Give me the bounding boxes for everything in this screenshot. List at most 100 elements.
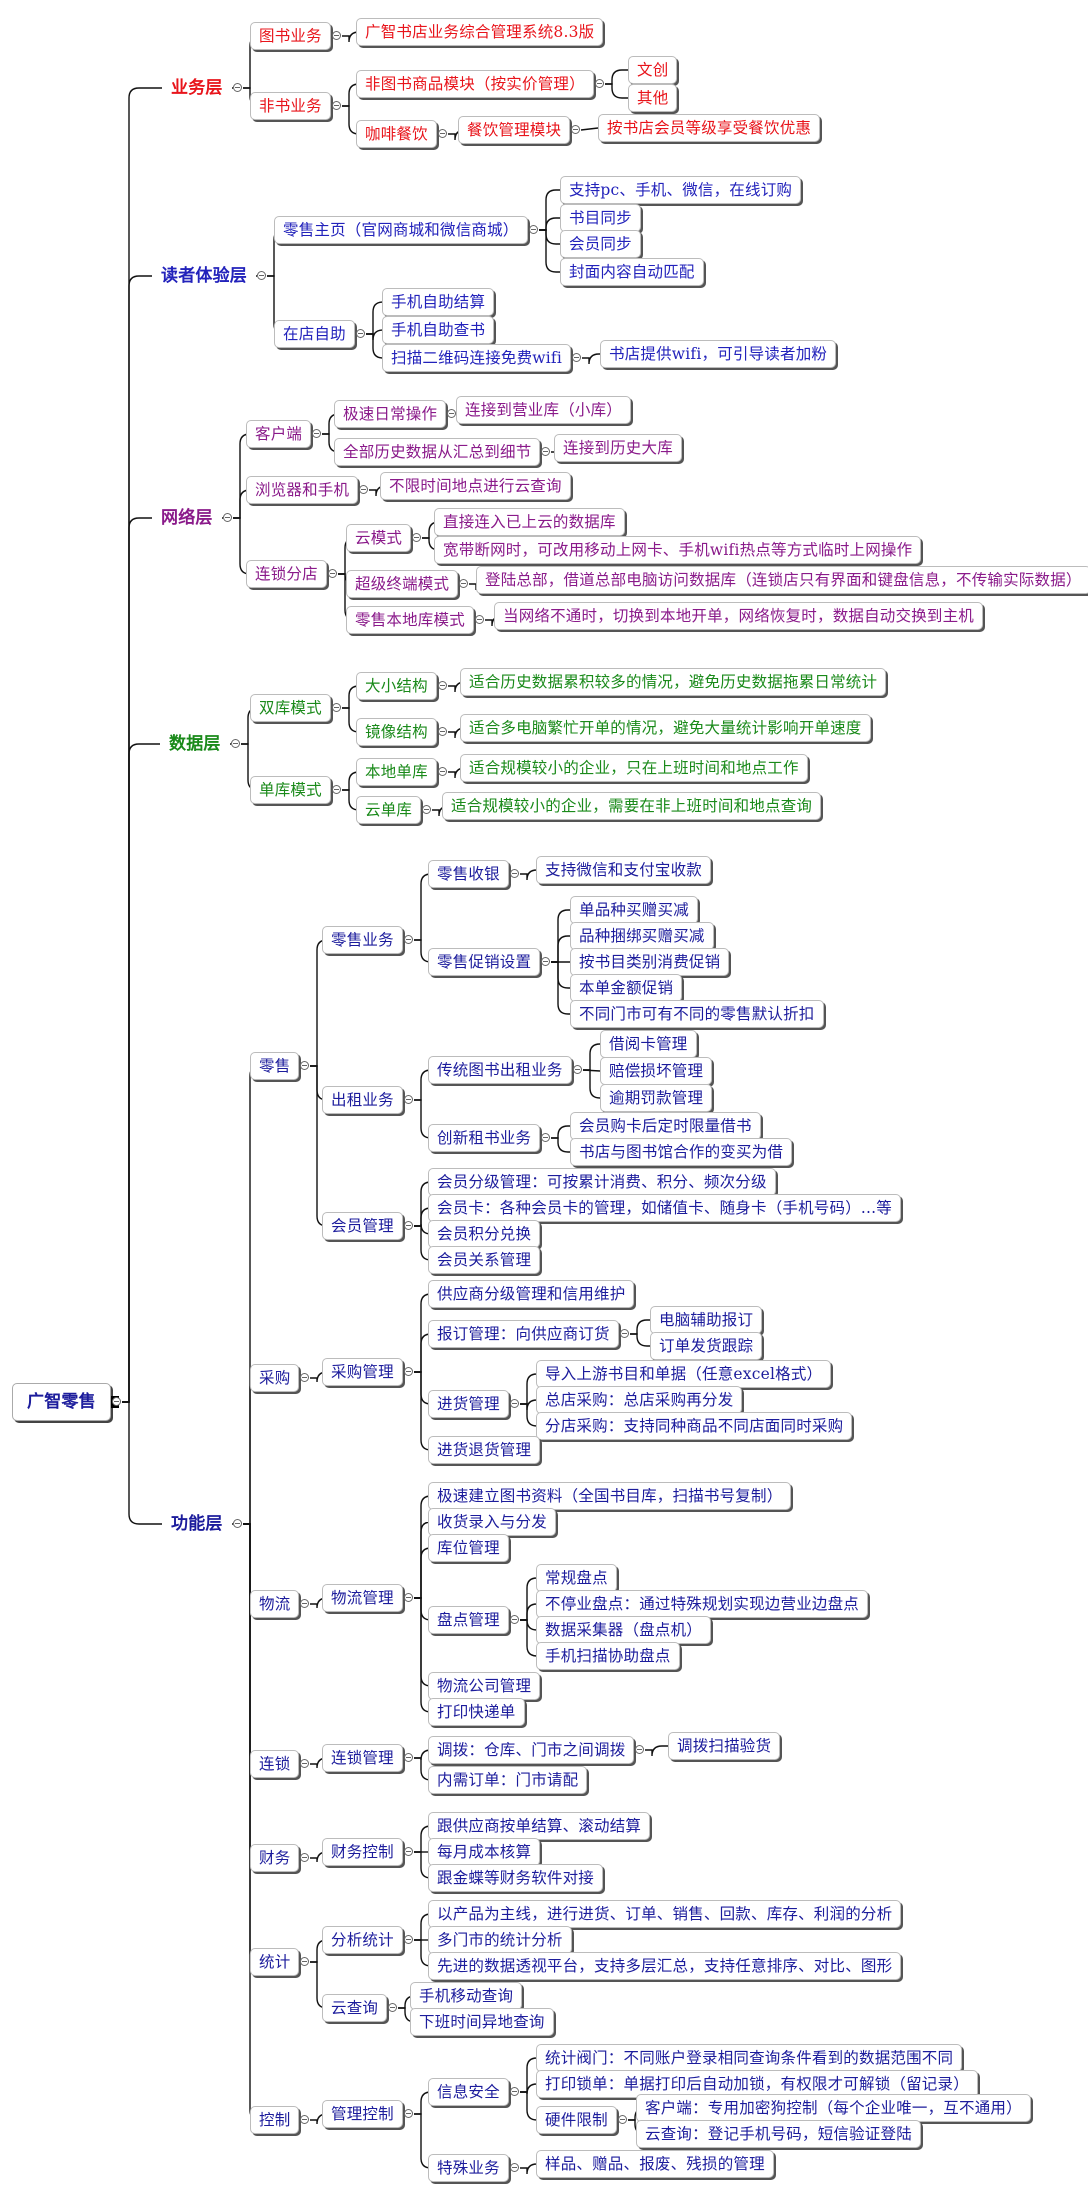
collapse-toggle-icon[interactable] bbox=[438, 767, 447, 776]
collapse-toggle-icon[interactable] bbox=[404, 1095, 413, 1104]
node-reader-wifi-note[interactable]: 书店提供wifi，可引导读者加粉 bbox=[600, 340, 837, 368]
node-data-single[interactable]: 单库模式 bbox=[250, 776, 331, 804]
node-function-logistics[interactable]: 物流 bbox=[250, 1590, 300, 1618]
node-function-hw-items-0[interactable]: 客户端：专用加密狗控制（每个企业唯一，互不通用） bbox=[636, 2094, 1031, 2122]
node-data-big-small-note[interactable]: 适合历史数据累积较多的情况，避免历史数据拖累日常统计 bbox=[460, 668, 887, 696]
node-function-member[interactable]: 会员管理 bbox=[322, 1212, 403, 1240]
node-function-trad-rental[interactable]: 传统图书出租业务 bbox=[428, 1056, 572, 1084]
node-reader-cover-match[interactable]: 封面内容自动匹配 bbox=[560, 258, 704, 286]
collapse-toggle-icon[interactable] bbox=[475, 615, 484, 624]
node-business-nonbook[interactable]: 非书业务 bbox=[250, 92, 331, 120]
node-business-books-system[interactable]: 广智书店业务综合管理系统8.3版 bbox=[356, 18, 604, 46]
collapse-toggle-icon[interactable] bbox=[438, 727, 447, 736]
node-function-internal[interactable]: 内需订单：门市请配 bbox=[428, 1766, 588, 1794]
collapse-toggle-icon[interactable] bbox=[300, 1373, 309, 1382]
node-function-cashier-note[interactable]: 支持微信和支付宝收款 bbox=[536, 856, 712, 884]
node-function-finance-items-1[interactable]: 每月成本核算 bbox=[428, 1838, 541, 1866]
node-function-member-items-0[interactable]: 会员分级管理：可按累计消费、积分、频次分级 bbox=[428, 1168, 776, 1196]
node-function-incoming[interactable]: 进货管理 bbox=[428, 1390, 509, 1418]
node-function-label[interactable]: 功能层 bbox=[171, 1514, 223, 1534]
node-reader-homepage[interactable]: 零售主页（官网商城和微信商城） bbox=[274, 216, 528, 244]
node-function-cloud-query-items-0[interactable]: 手机移动查询 bbox=[410, 1982, 523, 2010]
node-function-cloud-query-items-1[interactable]: 下班时间异地查询 bbox=[410, 2008, 554, 2036]
collapse-toggle-icon[interactable] bbox=[223, 513, 232, 522]
node-function-order-items-1[interactable]: 订单发货跟踪 bbox=[650, 1332, 763, 1360]
node-data-label[interactable]: 数据层 bbox=[169, 734, 221, 754]
collapse-toggle-icon[interactable] bbox=[404, 1753, 413, 1762]
collapse-toggle-icon[interactable] bbox=[510, 1399, 519, 1408]
node-function-rental[interactable]: 出租业务 bbox=[322, 1086, 403, 1114]
node-function-log-items-top-2[interactable]: 库位管理 bbox=[428, 1534, 509, 1562]
node-network-fast-ops-note[interactable]: 连接到营业库（小库） bbox=[456, 396, 632, 424]
node-root-label[interactable]: 广智零售 bbox=[12, 1383, 111, 1421]
node-function-promo-items-3[interactable]: 本单金额促销 bbox=[570, 974, 683, 1002]
collapse-toggle-icon[interactable] bbox=[447, 409, 456, 418]
node-network-fast-ops[interactable]: 极速日常操作 bbox=[334, 400, 447, 428]
collapse-toggle-icon[interactable] bbox=[300, 1759, 309, 1768]
collapse-toggle-icon[interactable] bbox=[635, 1745, 644, 1754]
node-network-chain[interactable]: 连锁分店 bbox=[246, 560, 327, 588]
node-function-retail[interactable]: 零售 bbox=[250, 1052, 300, 1080]
node-network-cloud-1[interactable]: 直接连入已上云的数据库 bbox=[434, 508, 625, 536]
node-reader-member-sync[interactable]: 会员同步 bbox=[560, 230, 641, 258]
node-business-others[interactable]: 其他 bbox=[628, 84, 678, 112]
collapse-toggle-icon[interactable] bbox=[572, 353, 581, 362]
node-business-cafe-module[interactable]: 餐饮管理模块 bbox=[458, 116, 571, 144]
collapse-toggle-icon[interactable] bbox=[404, 935, 413, 944]
node-function-inventory-items-1[interactable]: 不停业盘点：通过特殊规划实现边营业边盘点 bbox=[536, 1590, 869, 1618]
node-function-finance-items-2[interactable]: 跟金蝶等财务软件对接 bbox=[428, 1864, 604, 1892]
node-network-cloud-mode[interactable]: 云模式 bbox=[346, 524, 412, 552]
node-function-incoming-items-0[interactable]: 导入上游书目和单据（任意excel格式） bbox=[536, 1360, 832, 1388]
node-business-cafe-member[interactable]: 按书店会员等级享受餐饮优惠 bbox=[598, 114, 821, 142]
collapse-toggle-icon[interactable] bbox=[573, 1065, 582, 1074]
node-function-chain[interactable]: 连锁 bbox=[250, 1750, 300, 1778]
node-function-inventory-items-3[interactable]: 手机扫描协助盘点 bbox=[536, 1642, 680, 1670]
node-function-special[interactable]: 特殊业务 bbox=[428, 2154, 509, 2182]
collapse-toggle-icon[interactable] bbox=[231, 739, 240, 748]
node-function-trad-rental-items-1[interactable]: 赔偿损坏管理 bbox=[600, 1057, 713, 1085]
collapse-toggle-icon[interactable] bbox=[312, 429, 321, 438]
node-data-cloud-single[interactable]: 云单库 bbox=[356, 796, 422, 824]
node-function-finance[interactable]: 财务 bbox=[250, 1844, 300, 1872]
collapse-toggle-icon[interactable] bbox=[510, 869, 519, 878]
node-function-new-rental[interactable]: 创新租书业务 bbox=[428, 1124, 541, 1152]
node-function-cloud-query[interactable]: 云查询 bbox=[322, 1994, 388, 2022]
node-network-history-note[interactable]: 连接到历史大库 bbox=[554, 434, 682, 462]
node-function-promo-items-2[interactable]: 按书目类别消费促销 bbox=[570, 948, 730, 976]
node-function-new-rental-items-0[interactable]: 会员购卡后定时限量借书 bbox=[570, 1112, 761, 1140]
node-function-inventory-items-0[interactable]: 常规盘点 bbox=[536, 1564, 617, 1592]
node-function-promo-items-0[interactable]: 单品种买赠买减 bbox=[570, 896, 698, 924]
node-function-supplier[interactable]: 供应商分级管理和信用维护 bbox=[428, 1280, 635, 1308]
node-function-finance-items-0[interactable]: 跟供应商按单结算、滚动结算 bbox=[428, 1812, 651, 1840]
node-data-mirror[interactable]: 镜像结构 bbox=[356, 718, 437, 746]
node-function-inventory[interactable]: 盘点管理 bbox=[428, 1606, 509, 1634]
node-function-log-items-top-1[interactable]: 收货录入与分发 bbox=[428, 1508, 556, 1536]
collapse-toggle-icon[interactable] bbox=[257, 271, 266, 280]
node-function-chain-mgmt[interactable]: 连锁管理 bbox=[322, 1744, 403, 1772]
node-data-dual[interactable]: 双库模式 bbox=[250, 694, 331, 722]
node-function-cashier[interactable]: 零售收银 bbox=[428, 860, 509, 888]
node-network-super-terminal-note[interactable]: 登陆总部，借道总部电脑访问数据库（连锁店只有界面和键盘信息，不传输实际数据） bbox=[476, 566, 1088, 594]
node-reader-self-checkout[interactable]: 手机自助结算 bbox=[382, 288, 495, 316]
node-function-analysis-items-0[interactable]: 以产品为主线，进行进货、订单、销售、回款、库存、利润的分析 bbox=[428, 1900, 902, 1928]
node-function-transfer[interactable]: 调拨：仓库、门市之间调拨 bbox=[428, 1736, 635, 1764]
node-network-local-mode-note[interactable]: 当网络不通时，切换到本地开单，网络恢复时，数据自动交换到主机 bbox=[494, 602, 984, 630]
collapse-toggle-icon[interactable] bbox=[233, 1519, 242, 1528]
collapse-toggle-icon[interactable] bbox=[328, 569, 337, 578]
collapse-toggle-icon[interactable] bbox=[300, 2115, 309, 2124]
collapse-toggle-icon[interactable] bbox=[529, 225, 538, 234]
node-function-inventory-items-2[interactable]: 数据采集器（盘点机） bbox=[536, 1616, 712, 1644]
node-network-cloud-2[interactable]: 宽带断网时，可改用移动上网卡、手机wifi热点等方式临时上网操作 bbox=[434, 536, 922, 564]
collapse-toggle-icon[interactable] bbox=[510, 2163, 519, 2172]
node-function-order-mgmt[interactable]: 报订管理：向供应商订货 bbox=[428, 1320, 619, 1348]
node-function-stats[interactable]: 统计 bbox=[250, 1948, 300, 1976]
collapse-toggle-icon[interactable] bbox=[359, 485, 368, 494]
node-network-browser-note[interactable]: 不限时间地点进行云查询 bbox=[380, 472, 571, 500]
node-function-finance-ctrl[interactable]: 财务控制 bbox=[322, 1838, 403, 1866]
node-function-transfer-note[interactable]: 调拨扫描验货 bbox=[668, 1732, 781, 1760]
collapse-toggle-icon[interactable] bbox=[112, 1397, 121, 1406]
node-function-info-sec[interactable]: 信息安全 bbox=[428, 2078, 509, 2106]
node-function-hw-items-1[interactable]: 云查询：登记手机号码，短信验证登陆 bbox=[636, 2120, 921, 2148]
collapse-toggle-icon[interactable] bbox=[571, 125, 580, 134]
collapse-toggle-icon[interactable] bbox=[438, 681, 447, 690]
